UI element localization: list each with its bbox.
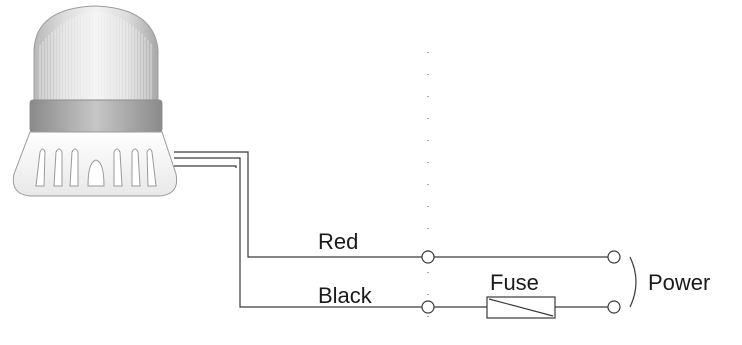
beacon-ring: [29, 99, 163, 133]
beacon-device: [12, 5, 178, 197]
fuse-symbol: [486, 296, 556, 319]
black-wire-label: Black: [318, 283, 373, 308]
terminals: [421, 250, 621, 314]
lens-ribs: [39, 12, 152, 100]
fuse-label: Fuse: [490, 270, 539, 295]
red-wire-label: Red: [318, 229, 358, 254]
red-terminal-left: [421, 250, 435, 264]
black-terminal-left: [421, 300, 435, 314]
black-wire: [174, 157, 422, 308]
power-label: Power: [648, 270, 710, 295]
black-terminal-right: [607, 300, 621, 314]
wires: [174, 151, 422, 308]
supply-lines: [434, 256, 608, 308]
red-wire: [174, 151, 422, 258]
device-lead: [174, 165, 237, 168]
red-terminal-right: [607, 250, 621, 264]
base-slots: [35, 148, 157, 187]
power-bracket: [629, 256, 637, 308]
